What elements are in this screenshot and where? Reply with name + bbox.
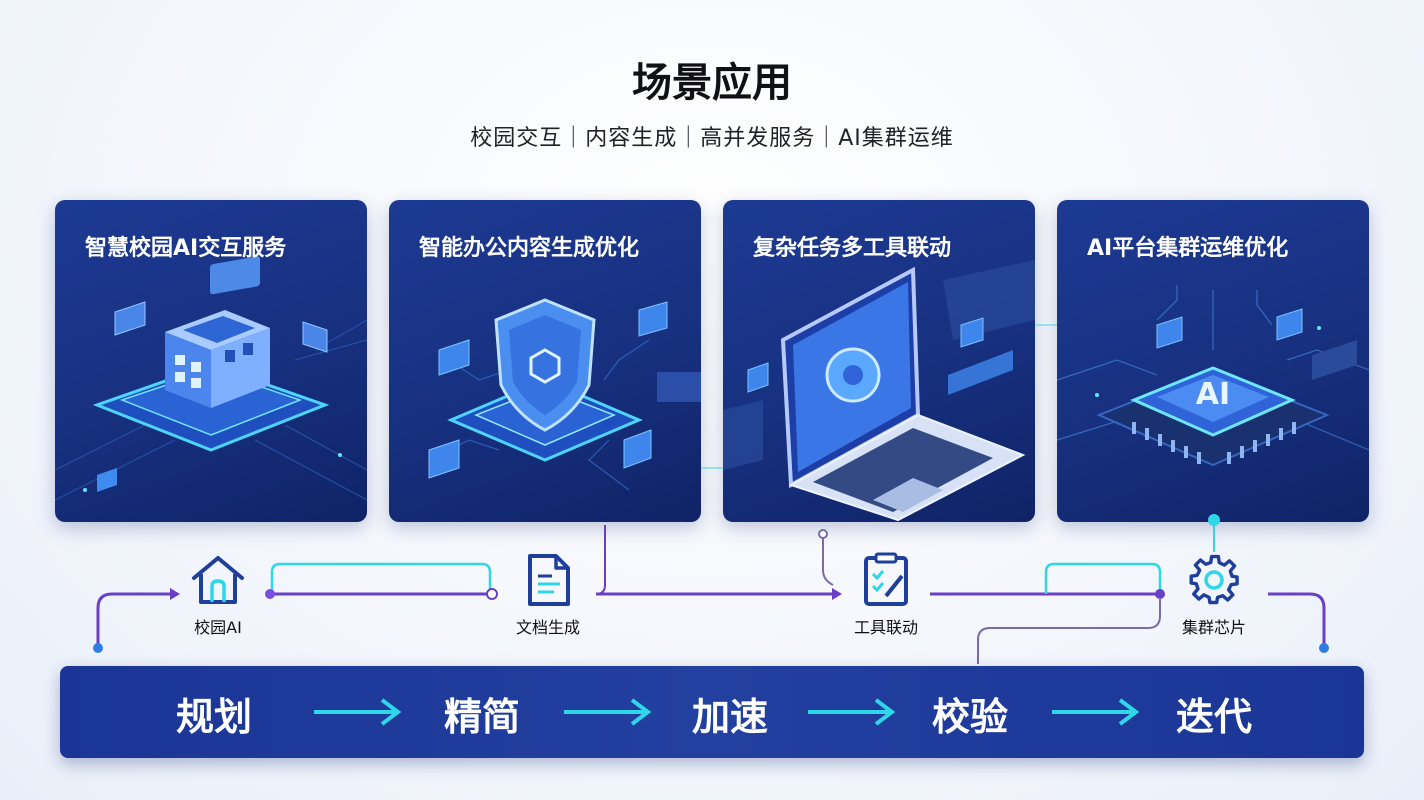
home-icon: [192, 556, 244, 604]
process-bar: 规划 精简 加速 校验 迭代: [60, 666, 1364, 758]
node-label: 文档生成: [515, 618, 580, 637]
chip-ai-text: AI: [1196, 377, 1230, 412]
step-plan: 规划: [175, 695, 252, 739]
node-cluster-chip[interactable]: 集群芯片: [1169, 552, 1259, 638]
gear-icon: [1189, 554, 1239, 605]
card-title: 复杂任务多工具联动: [753, 236, 952, 261]
ai-chip-illustration: AI: [1057, 285, 1369, 467]
document-icon: [528, 554, 570, 606]
arrow-right-icon: [808, 698, 896, 726]
clipboard-edit-icon: [864, 552, 908, 606]
page-title: 场景应用: [632, 60, 792, 106]
card-smart-office[interactable]: 智能办公内容生成优化: [389, 200, 701, 522]
node-campus-ai[interactable]: 校园AI: [173, 552, 263, 638]
card-ai-cluster[interactable]: AI AI平台集群运维优化: [1057, 200, 1369, 522]
shield-security-illustration: [428, 298, 701, 491]
node-label: 集群芯片: [1181, 618, 1246, 637]
card-title: AI平台集群运维优化: [1087, 236, 1289, 261]
step-simplify: 精简: [443, 695, 520, 739]
campus-building-illustration: [55, 256, 367, 501]
page-subtitle: 校园交互｜内容生成｜高并发服务｜AI集群运维: [470, 126, 954, 151]
card-title: 智能办公内容生成优化: [419, 236, 640, 261]
node-label: 工具联动: [853, 618, 918, 637]
card-multi-tool[interactable]: 复杂任务多工具联动: [723, 200, 1035, 522]
arrow-right-icon: [1052, 698, 1140, 726]
step-accelerate: 加速: [691, 695, 768, 739]
card-smart-campus[interactable]: 智慧校园AI交互服务: [55, 200, 367, 522]
arrow-right-icon: [564, 698, 652, 726]
node-doc-gen[interactable]: 文档生成: [503, 552, 593, 638]
card-title: 智慧校园AI交互服务: [85, 236, 287, 261]
step-iterate: 迭代: [1175, 695, 1252, 739]
laptop-illustration: [723, 260, 1035, 522]
node-tool-link[interactable]: 工具联动: [841, 552, 931, 638]
node-label: 校园AI: [194, 618, 242, 637]
step-verify: 校验: [931, 695, 1008, 739]
arrow-right-icon: [314, 698, 402, 726]
